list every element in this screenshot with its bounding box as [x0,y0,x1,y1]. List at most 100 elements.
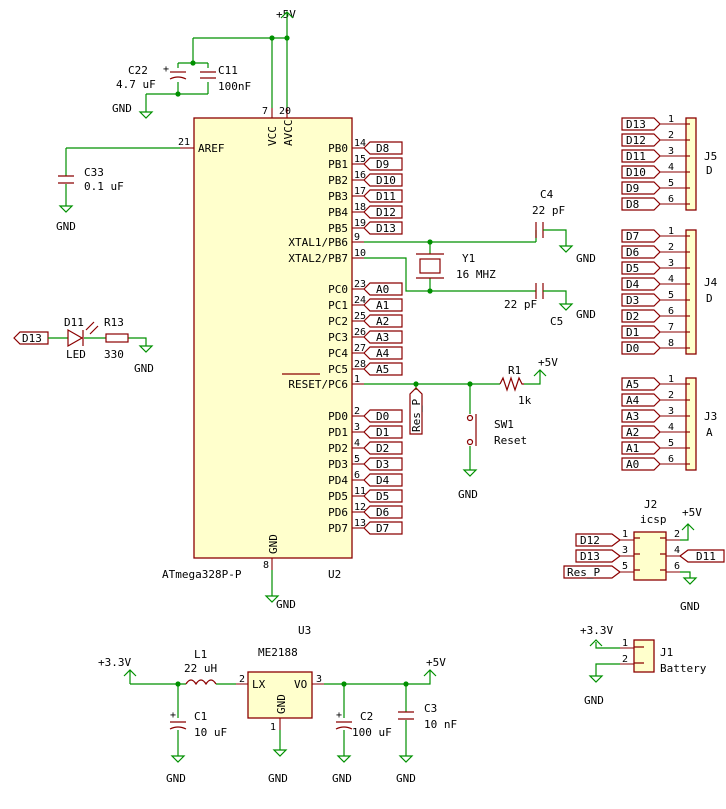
u3-lx: LX [252,678,266,691]
j4-net-label: D5 [626,262,639,275]
net-label-flag [363,473,403,487]
j2-value: icsp [640,513,667,526]
net-label: D12 [376,206,396,219]
l1-ref: L1 [194,648,207,661]
u2-pin-name: PB5 [328,222,348,235]
c5-ref: C5 [550,315,563,328]
net-label-flag [363,425,403,439]
u2-pin-num-aref: 21 [178,137,190,148]
u3-pin-vo: 3 [316,674,322,685]
u2-pin-num: 2 [354,406,360,417]
j2-label-5v: +5V [682,506,702,519]
net-label-flag [363,346,403,360]
u2-pin-name: PD0 [328,410,348,423]
j5-pin-num: 1 [668,114,674,125]
j5-ref: J5 [704,150,717,163]
u2-pin-num: 12 [354,502,366,513]
connector-j1: +3.3V GND 1 2 J1 Battery [580,624,707,707]
net-label-flag [363,489,403,503]
j3-net-label: A1 [626,442,639,455]
u2-pin-name: RESET/PC6 [288,378,348,391]
j3-body [685,377,697,471]
net-label-flag [363,362,403,376]
u2-pin-name: PC4 [328,347,348,360]
u2-pin-name: PD7 [328,522,348,535]
j4-pin-num: 8 [668,338,674,349]
net-label-flag [363,205,403,219]
led-circuit: D13 D11 LED R13 330 GND [13,316,154,375]
u2-pin-num-vcc: 7 [262,106,268,117]
u2-pin-name-gnd: GND [267,534,280,554]
u2-pin-name: PD2 [328,442,348,455]
c4-value: 22 pF [532,204,565,217]
c22-value: 4.7 uF [116,78,156,91]
net-label-flag [363,173,403,187]
j4-net-flag [621,229,661,243]
u2-pin-num: 23 [354,279,366,290]
j5-net-label: D12 [626,134,646,147]
u2-pin-name-aref: AREF [198,142,225,155]
u2-pin-num: 27 [354,343,366,354]
u2-pin-num: 3 [354,422,360,433]
j3-pin-num: 2 [668,390,674,401]
j5-net-flag [621,165,661,179]
u2-pin-name: PC5 [328,363,348,376]
u2-pin-name: PD5 [328,490,348,503]
j4-net-flag [621,277,661,291]
j3-value: A [706,426,713,439]
j1-pin-1: 1 [622,638,628,649]
net-label: D13 [376,222,396,235]
j4-net-flag [621,325,661,339]
j3-net-flag [621,377,661,391]
u2-pin-num: 6 [354,470,360,481]
gnd-label-c22: GND [112,102,132,115]
u2-pin-name-vcc: VCC [266,126,279,146]
net-label-flag [363,298,403,312]
r1-value: 1k [518,394,532,407]
u3-value: ME2188 [258,646,298,659]
j2-ref: J2 [644,498,657,511]
j2-label-gnd: GND [680,600,700,613]
u2-pin-num-avcc: 20 [279,106,291,117]
j3-pin-num: 1 [668,374,674,385]
aref-circuit: C33 0.1 uF GND [56,147,180,233]
gnd-label-c1: GND [166,772,186,785]
c22-ref: C22 [128,64,148,77]
j5-net-label: D8 [626,198,639,211]
j5-net-label: D13 [626,118,646,131]
j5-net-label: D10 [626,166,646,179]
j4-pin-num: 1 [668,226,674,237]
j1-ref: J1 [660,646,673,659]
net-label: D10 [376,174,396,187]
u2-pin-num: 14 [354,138,366,149]
reset-circuit: R1 1k +5V SW1 Reset GND Res_P [364,356,558,501]
net-label: D4 [376,474,390,487]
gnd-label-c33: GND [56,220,76,233]
j4-value: D [706,292,713,305]
u2-pin-name: XTAL1/PB6 [288,236,348,249]
u2-pin-name: PB1 [328,158,348,171]
j2-label-res-p: Res_P [567,566,600,579]
u2-pin-num: 4 [354,438,360,449]
c11-ref: C11 [218,64,238,77]
u2-pin-num: 5 [354,454,360,465]
u2-pin-num-gnd: 8 [263,560,269,571]
net-label-flag [363,505,403,519]
u2-pin-num: 10 [354,248,366,259]
u2-ref: U2 [328,568,341,581]
j5-value: D [706,164,713,177]
d11-value: LED [66,348,86,361]
u2-pin-num: 25 [354,311,366,322]
u2-pin-name: PD1 [328,426,348,439]
c5-value: 22 pF [504,298,537,311]
j5-net-label: D11 [626,150,646,163]
j4-pin-num: 3 [668,258,674,269]
c33-value: 0.1 uF [84,180,124,193]
sw1-value: Reset [494,434,527,447]
j1-p3v3: +3.3V [580,624,613,637]
u2-pin-name: PB3 [328,190,348,203]
